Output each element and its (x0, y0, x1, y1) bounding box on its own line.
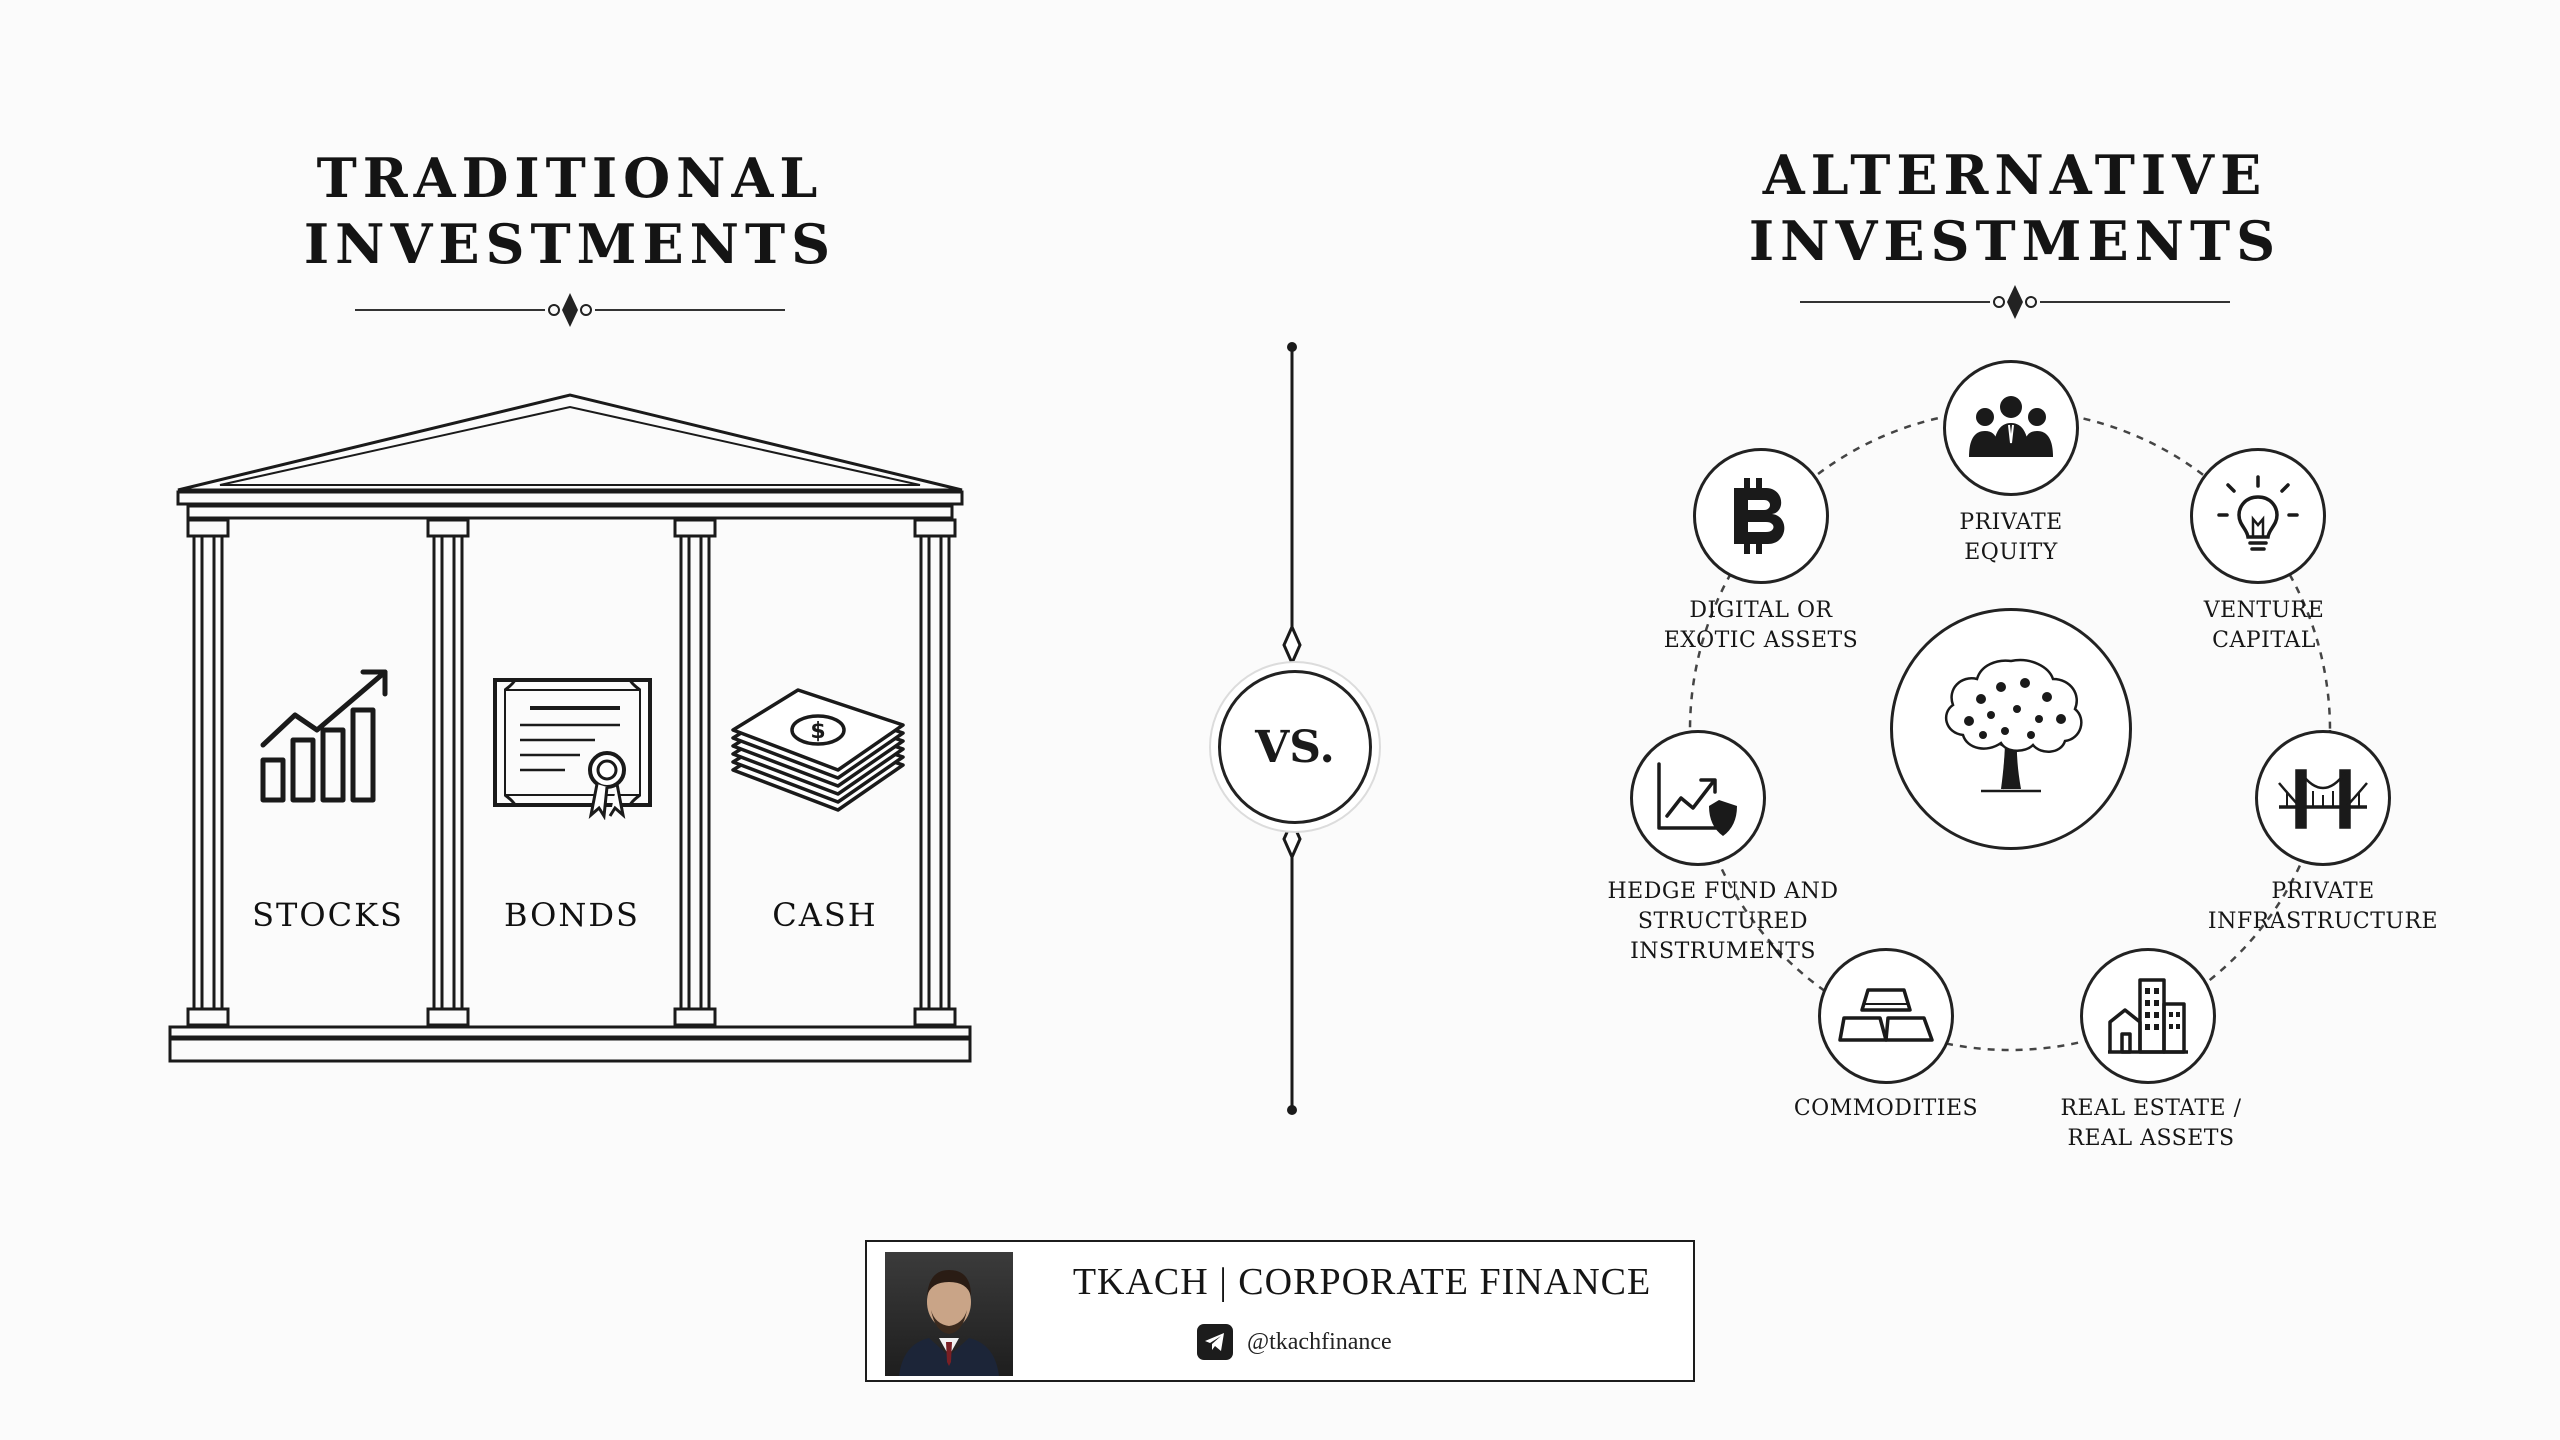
telegram-handle[interactable]: @tkachfinance (1247, 1328, 1392, 1355)
temple-column-3 (673, 518, 717, 1027)
label-hedge-fund-line2: STRUCTURED INSTRUMENTS (1630, 909, 1816, 964)
vs-divider-line (1282, 342, 1302, 1115)
gold-bars-icon (1838, 988, 1934, 1042)
temple-illustration (168, 393, 972, 1063)
label-private-equity: PRIVATE EQUITY (1831, 508, 2191, 568)
label-private-equity-line2: EQUITY (1964, 540, 2058, 565)
people-group-icon (1969, 396, 2053, 457)
telegram-handle-row[interactable]: @tkachfinance (1197, 1322, 1392, 1362)
label-digital-assets: DIGITAL OR EXOTIC ASSETS (1581, 596, 1941, 656)
banknote-stack-icon: $ (731, 688, 905, 812)
label-real-estate: REAL ESTATE / REAL ASSETS (1971, 1094, 2331, 1154)
bridge-icon (2278, 769, 2368, 829)
bar-chart-trend-icon (260, 669, 388, 803)
label-commodities-line1: COMMODITIES (1793, 1096, 1979, 1121)
chart-shield-icon (1657, 762, 1737, 836)
alternative-title-line2: INVESTMENTS (1748, 209, 2282, 273)
label-digital-assets-line2: EXOTIC ASSETS (1663, 628, 1859, 653)
label-hedge-fund: HEDGE FUND AND STRUCTURED INSTRUMENTS (1543, 877, 1903, 967)
node-commodities (1818, 948, 1954, 1084)
temple-pediment (177, 393, 963, 492)
label-commodities: COMMODITIES (1706, 1094, 2066, 1124)
bitcoin-icon (1734, 478, 1785, 554)
label-real-estate-line1: REAL ESTATE / (2060, 1096, 2242, 1121)
alternative-ornament-divider (1800, 285, 2230, 319)
traditional-ornament-divider (355, 293, 785, 327)
label-venture-capital-line1: VENTURE (2203, 598, 2325, 623)
brand-title: TKACH | CORPORATE FINANCE (1072, 1261, 1652, 1303)
label-private-infrastructure-line1: PRIVATE (2271, 879, 2375, 904)
label-digital-assets-line1: DIGITAL OR (1689, 598, 1833, 623)
label-venture-capital-line2: CAPITAL (2212, 628, 2316, 653)
label-real-estate-line2: REAL ASSETS (2067, 1126, 2235, 1151)
alternative-title: ALTERNATIVE INVESTMENTS (1745, 142, 2285, 274)
temple-column-4 (913, 518, 957, 1027)
traditional-title-line2: INVESTMENTS (303, 212, 837, 276)
alternative-title-line1: ALTERNATIVE (1762, 143, 2268, 207)
certificate-icon (493, 678, 652, 820)
label-venture-capital: VENTURE CAPITAL (2084, 596, 2444, 656)
tree-center-node (1890, 608, 2132, 850)
author-avatar (885, 1252, 1013, 1376)
node-private-equity (1943, 360, 2079, 496)
label-hedge-fund-line1: HEDGE FUND AND (1607, 879, 1839, 904)
stocks-label: STOCKS (252, 896, 404, 934)
node-venture-capital (2190, 448, 2326, 584)
cash-label: CASH (772, 896, 878, 934)
node-private-infrastructure (2255, 730, 2391, 866)
label-private-infrastructure: PRIVATE INFRASTRUCTURE (2143, 877, 2503, 937)
traditional-title: TRADITIONAL INVESTMENTS (300, 145, 840, 277)
svg-text:$: $ (810, 719, 825, 744)
traditional-title-line1: TRADITIONAL (316, 146, 824, 210)
node-real-estate (2080, 948, 2216, 1084)
buildings-icon (2108, 978, 2188, 1054)
temple-column-1 (186, 518, 230, 1027)
node-hedge-fund (1630, 730, 1766, 866)
node-digital-assets (1693, 448, 1829, 584)
vs-badge: VS. (1218, 670, 1372, 824)
author-footer: TKACH | CORPORATE FINANCE @tkachfinance (865, 1240, 1695, 1382)
label-private-infrastructure-line2: INFRASTRUCTURE (2207, 909, 2439, 934)
lightbulb-icon (2217, 475, 2299, 551)
bonds-label: BONDS (504, 896, 640, 934)
tree-icon (1944, 658, 2083, 793)
temple-column-2 (426, 518, 470, 1027)
label-private-equity-line1: PRIVATE (1959, 510, 2063, 535)
telegram-icon[interactable] (1197, 1324, 1233, 1360)
